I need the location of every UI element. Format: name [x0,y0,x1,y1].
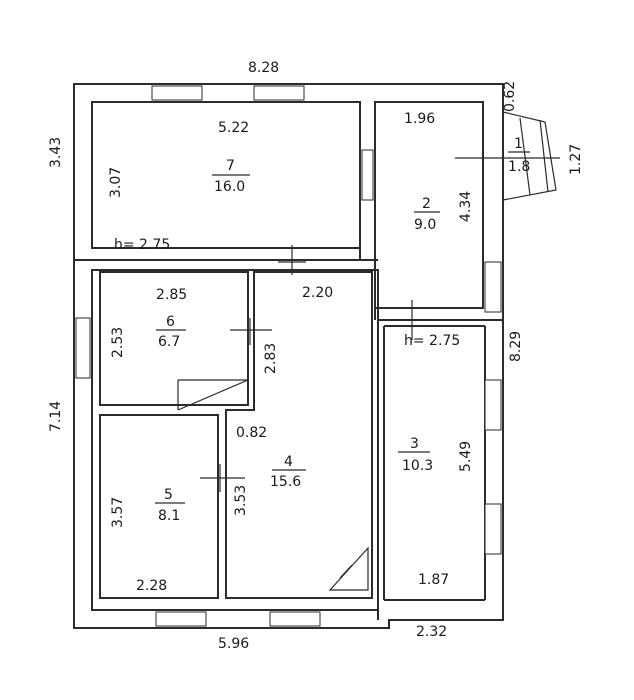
room-2-depth: 4.34 [458,191,474,222]
room-fraction-lines [155,151,530,504]
room-7-depth: 3.07 [108,167,124,198]
room-4-number: 4 [284,454,293,470]
ceiling-height-right: h= 2.75 [404,333,460,349]
room-4-step: 0.82 [236,425,267,441]
room-6-depth: 2.53 [110,327,126,358]
room-7-area: 16.0 [214,179,245,195]
dim-overall-bottom-right: 2.32 [416,624,447,640]
room-7-number: 7 [226,158,235,174]
room-1-area: 1.8 [508,159,530,175]
dim-porch-depth: 1.27 [568,144,584,175]
dim-right-overall: 8.29 [508,331,524,362]
ceiling-height-left: h= 2.75 [114,237,170,253]
dim-left-lower: 7.14 [48,401,64,432]
room-6-side: 2.83 [263,343,279,374]
dim-left-upper: 3.43 [48,137,64,168]
room-3-depth: 5.49 [458,441,474,472]
windows [75,85,502,627]
door-markers [200,157,560,492]
dim-overall-top: 8.28 [248,60,279,76]
room-2-width: 1.96 [404,111,435,127]
room-5-depth: 3.57 [110,497,126,528]
room-5-number: 5 [164,487,173,503]
room-7-width: 5.22 [218,120,249,136]
room-4-width: 2.20 [302,285,333,301]
room-1-number: 1 [514,136,523,152]
room-6-area: 6.7 [158,334,180,350]
room-6-width: 2.85 [156,287,187,303]
room-3-area: 10.3 [402,458,433,474]
room-3-number: 3 [410,436,419,452]
room-2-number: 2 [422,196,431,212]
room-5-width: 2.28 [136,578,167,594]
dim-porch-width: 0.62 [502,81,518,112]
outer-walls [73,83,504,629]
room-5-area: 8.1 [158,508,180,524]
dim-overall-bottom-left: 5.96 [218,636,249,652]
room-4-area: 15.6 [270,474,301,490]
room-2-area: 9.0 [414,217,436,233]
room-4-depth: 3.53 [233,485,249,516]
room-6-number: 6 [166,314,175,330]
room-3-width: 1.87 [418,572,449,588]
